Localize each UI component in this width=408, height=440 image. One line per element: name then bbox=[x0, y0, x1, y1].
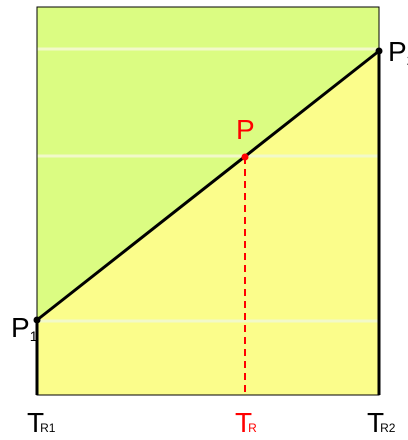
point-p-label: P bbox=[236, 114, 255, 145]
equilibrium-line bbox=[36, 49, 380, 322]
point-p1-label: P1 bbox=[11, 312, 38, 344]
lower-region bbox=[37, 51, 379, 395]
point-p2-label: P2 bbox=[388, 36, 408, 68]
axis-label-tr: TR bbox=[235, 407, 257, 438]
point-p-marker bbox=[241, 153, 249, 161]
point-p2-marker bbox=[375, 47, 383, 55]
point-p1-marker bbox=[33, 316, 41, 324]
axis-label-tr1: TR1 bbox=[27, 407, 56, 438]
axis-label-tr2: TR2 bbox=[367, 407, 396, 438]
